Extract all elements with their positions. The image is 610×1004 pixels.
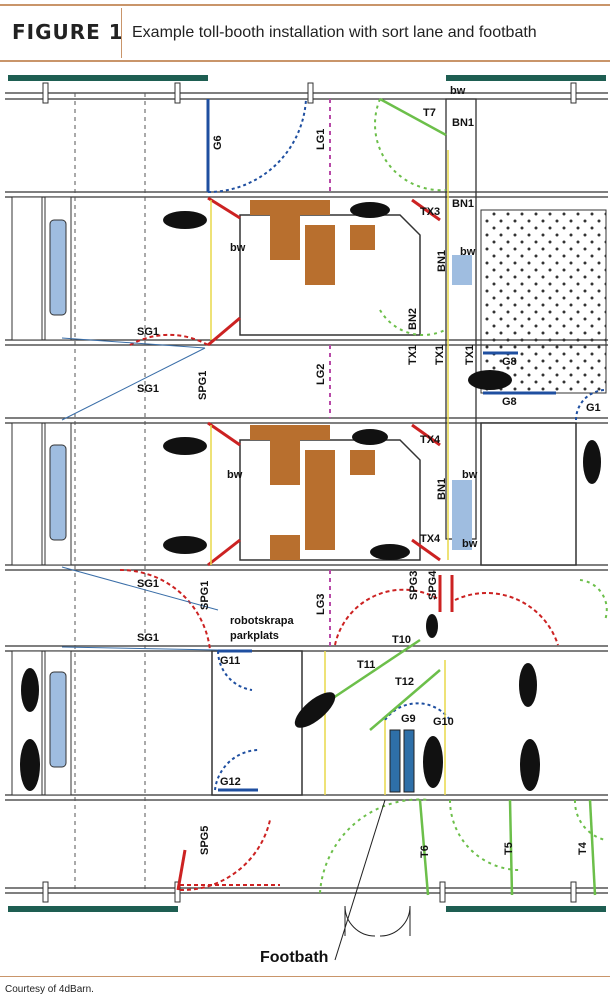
posts	[42, 82, 577, 903]
feed-stalls	[11, 196, 72, 796]
label-bw-1: bw	[450, 85, 466, 97]
label-bw-4: bw	[227, 469, 243, 481]
label-tx1-b: TX1	[434, 345, 446, 365]
label-spg1-a: SPG1	[197, 371, 209, 400]
sort-lane	[445, 98, 477, 550]
label-spg1-b: SPG1	[199, 581, 211, 610]
label-robot-park: robotskrapa	[230, 615, 294, 627]
label-tx1-c: TX1	[464, 345, 476, 365]
label-g6: G6	[212, 135, 224, 150]
header-divider	[121, 8, 122, 58]
top-wall-right	[446, 75, 606, 81]
footer-rule	[0, 976, 610, 977]
label-t6: T6	[419, 845, 431, 858]
label-bn2: BN2	[407, 308, 419, 330]
label-bn1-top: BN1	[452, 117, 474, 129]
label-tx4-a: TX4	[420, 434, 441, 446]
label-spg5: SPG5	[199, 826, 211, 855]
footbath-door	[344, 905, 411, 937]
label-bn1-lane: BN1	[436, 250, 448, 272]
label-bw-6: bw	[462, 538, 478, 550]
label-tx3: TX3	[420, 206, 440, 218]
label-g12: G12	[220, 776, 241, 788]
bottom-wall-left	[8, 906, 178, 912]
blue-gates	[206, 99, 556, 792]
red-gates	[176, 196, 454, 891]
label-tx4-b: TX4	[420, 533, 441, 545]
grid-lines	[74, 93, 146, 893]
label-bw-5: bw	[462, 469, 478, 481]
label-g10: G10	[433, 716, 454, 728]
label-g8b: G8	[502, 396, 517, 408]
label-t5: T5	[503, 842, 515, 855]
top-wall-left	[8, 75, 208, 81]
label-robot-park-2: parkplats	[230, 630, 279, 642]
label-spg3: SPG3	[408, 571, 420, 600]
label-g1: G1	[586, 402, 601, 414]
label-bn1-lower: BN1	[436, 478, 448, 500]
image-credit: Courtesy of 4dBarn.	[5, 984, 94, 995]
figure-title: Example toll-booth installation with sor…	[132, 24, 537, 41]
bottom-wall-right	[446, 906, 606, 912]
footbath-pointer	[334, 799, 386, 961]
label-t11: T11	[357, 659, 375, 671]
label-bw-2: bw	[230, 242, 246, 254]
green-gate-swings	[319, 98, 608, 894]
label-g8: G8	[502, 356, 517, 368]
robot-park-area	[211, 650, 303, 796]
label-t10: T10	[392, 634, 411, 646]
label-lg2: LG2	[315, 364, 327, 385]
label-sg1-a: SG1	[137, 326, 159, 338]
header-top-rule	[0, 4, 610, 6]
label-bw-3: bw	[460, 246, 476, 258]
figure-label: FIGURE 1	[12, 20, 124, 44]
label-t7: T7	[423, 107, 436, 119]
label-footbath: Footbath	[260, 949, 328, 966]
header-bottom-rule	[0, 60, 610, 62]
label-sg1-c: SG1	[137, 578, 159, 590]
barn-layout-diagram: bw BN1 T7 BN1 TX3 bw bw SG1 SG1 G8 G8 G1…	[0, 62, 610, 976]
footbath-baths	[389, 729, 415, 793]
label-sg1-b: SG1	[137, 383, 159, 395]
label-lg1: LG1	[315, 129, 327, 150]
label-lg3: LG3	[315, 594, 327, 615]
label-bn1-stall: BN1	[452, 198, 474, 210]
leader-lines	[61, 337, 219, 651]
figure-header: FIGURE 1 Example toll-booth installation…	[0, 0, 610, 62]
label-t4: T4	[577, 841, 589, 855]
red-gate-swings	[119, 333, 559, 892]
label-sg1-d: SG1	[137, 632, 159, 644]
cows	[20, 202, 601, 791]
sort-pen	[480, 422, 577, 566]
label-g9: G9	[401, 713, 416, 725]
label-tx1-a: TX1	[407, 345, 419, 365]
milking-robots	[250, 200, 375, 560]
barn-layout-svg: bw BN1 T7 BN1 TX3 bw bw SG1 SG1 G8 G8 G1…	[5, 75, 608, 966]
label-g11: G11	[220, 655, 240, 667]
bedding-area	[480, 209, 607, 394]
blue-gate-swings	[207, 98, 606, 791]
yellow-fences	[210, 150, 449, 795]
label-t12: T12	[395, 676, 414, 688]
label-spg4: SPG4	[427, 570, 439, 600]
